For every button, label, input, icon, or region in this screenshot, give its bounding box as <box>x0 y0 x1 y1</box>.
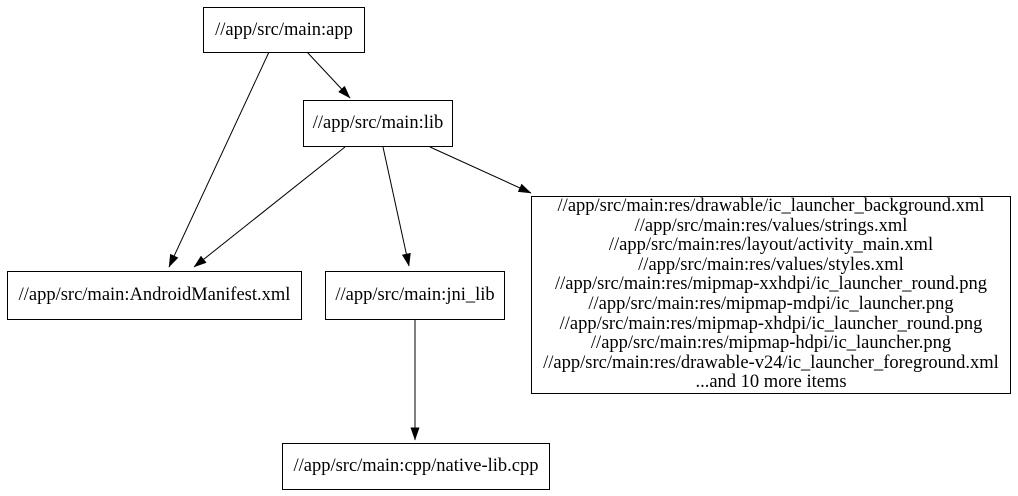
resource-item: //app/src/main:res/mipmap-mdpi/ic_launch… <box>588 294 954 314</box>
node-jni-lib-label: //app/src/main:jni_lib <box>335 285 495 305</box>
resource-item: //app/src/main:res/values/styles.xml <box>638 254 904 275</box>
node-native-lib-cpp: //app/src/main:cpp/native-lib.cpp <box>282 443 550 490</box>
resource-item: //app/src/main:res/drawable/ic_launcher_… <box>557 196 985 217</box>
node-android-manifest: //app/src/main:AndroidManifest.xml <box>7 271 302 320</box>
node-android-manifest-label: //app/src/main:AndroidManifest.xml <box>18 285 291 305</box>
node-app-label: //app/src/main:app <box>215 19 353 40</box>
node-app: //app/src/main:app <box>203 7 365 53</box>
resource-item: //app/src/main:res/mipmap-xhdpi/ic_launc… <box>559 313 983 334</box>
resource-item: //app/src/main:res/drawable-v24/ic_launc… <box>543 352 999 373</box>
node-lib: //app/src/main:lib <box>303 100 453 147</box>
node-jni-lib: //app/src/main:jni_lib <box>325 271 505 320</box>
resource-item: //app/src/main:res/values/strings.xml <box>634 215 908 236</box>
node-native-lib-cpp-label: //app/src/main:cpp/native-lib.cpp <box>293 456 539 476</box>
edge-lib-to-resources <box>429 146 532 194</box>
node-resources-group: //app/src/main:res/drawable/ic_launcher_… <box>531 196 1011 394</box>
resource-item: //app/src/main:res/mipmap-hdpi/ic_launch… <box>590 333 952 354</box>
edge-lib-to-jni-lib <box>382 146 411 267</box>
resource-item: //app/src/main:res/layout/activity_main.… <box>608 235 934 256</box>
edge-lib-to-manifest <box>193 146 346 268</box>
node-lib-label: //app/src/main:lib <box>312 113 444 133</box>
resource-item: //app/src/main:res/mipmap-xxhdpi/ic_laun… <box>554 274 988 295</box>
edge-app-to-lib <box>306 51 351 99</box>
resource-more-items: ...and 10 more items <box>695 372 847 393</box>
edge-app-to-manifest <box>168 51 270 268</box>
